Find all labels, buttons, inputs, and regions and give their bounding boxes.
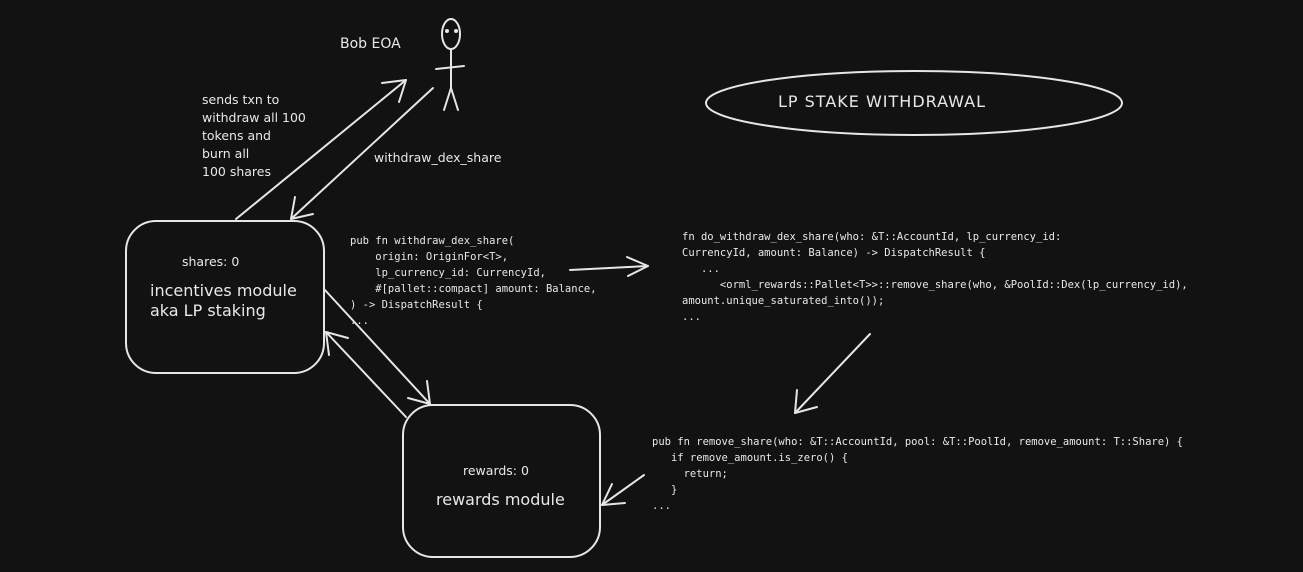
withdraw-dex-share-code: pub fn withdraw_dex_share( origin: Origi… [350,235,597,327]
remove-share-code: pub fn remove_share(who: &T::AccountId, … [652,436,1184,512]
arrow-to-bob [235,79,407,220]
stick-figure-icon [435,18,465,111]
page-title: LP STAKE WITHDRAWAL [778,92,986,111]
arrow-back-to-incentives [325,331,407,418]
title-ellipse [705,70,1123,136]
incentives-module-box[interactable] [125,220,325,374]
bob-eoa-label: Bob EOA [340,36,401,52]
shares-value: shares: 0 [182,254,240,269]
arrow-to-rewards-module [601,474,645,506]
send-txn-note: sends txn to withdraw all 100 tokens and… [202,92,306,179]
arrow-to-rewards [323,288,431,405]
arrow-to-remove-share [794,333,871,414]
rewards-module-name: rewards module [436,490,565,509]
incentives-module-name: incentives module aka LP staking [150,281,297,320]
do-withdraw-dex-share-code: fn do_withdraw_dex_share(who: &T::Accoun… [682,231,1188,323]
rewards-module-box[interactable] [402,404,601,558]
arrow-to-incentives [290,87,434,220]
arrow-to-do-withdraw [569,256,649,277]
rewards-value: rewards: 0 [463,463,529,478]
withdraw-dex-share-label: withdraw_dex_share [374,150,502,165]
